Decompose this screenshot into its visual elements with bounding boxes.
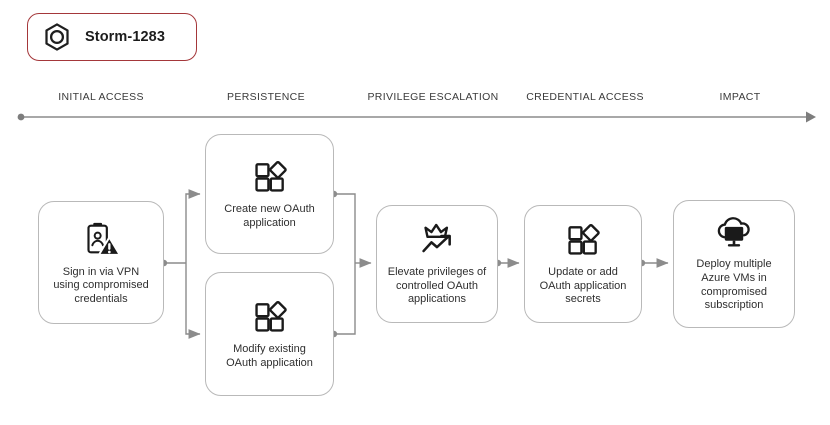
phase-label-credential-access: CREDENTIAL ACCESS [526, 91, 644, 103]
node-elevate-privileges[interactable]: Elevate privileges of controlled OAuth a… [376, 205, 498, 323]
node-modify-oauth[interactable]: Modify existing OAuth application [205, 272, 334, 396]
edge-initial-to-create [185, 189, 201, 263]
oauth-application-icon [568, 224, 600, 255]
node-label: Sign in via VPN using compromised creden… [53, 266, 149, 305]
node-deploy-vms[interactable]: Deploy multiple Azure VMs in compromised… [673, 200, 795, 328]
phase-timeline [17, 111, 816, 123]
phase-label-initial-access: INITIAL ACCESS [58, 91, 144, 103]
timeline-end-arrow [806, 111, 816, 123]
threat-actor-badge[interactable]: Storm-1283 [27, 13, 197, 61]
phase-label-persistence: PERSISTENCE [227, 91, 305, 103]
hexagon-logo-icon [45, 23, 69, 51]
oauth-application-icon [254, 300, 287, 332]
crown-trending-up-icon [422, 223, 451, 253]
id-badge-warning-icon [87, 223, 121, 257]
node-label: Modify existing OAuth application [226, 342, 313, 369]
node-label: Elevate privileges of controlled OAuth a… [387, 266, 487, 306]
node-update-secrets[interactable]: Update or add OAuth application secrets [524, 205, 642, 323]
phase-label-impact: IMPACT [719, 91, 761, 103]
phase-label-privilege-escalation: PRIVILEGE ESCALATION [367, 91, 499, 103]
threat-actor-name: Storm-1283 [85, 29, 165, 45]
oauth-application-icon [254, 160, 287, 192]
node-label: Update or add OAuth application secrets [539, 266, 627, 306]
edge-initial-to-modify [185, 263, 201, 339]
timeline-start-dot [17, 113, 25, 121]
cloud-vm-icon [717, 217, 750, 247]
node-label: Create new OAuth application [224, 202, 315, 229]
node-initial-access[interactable]: Sign in via VPN using compromised creden… [38, 201, 164, 324]
node-create-oauth[interactable]: Create new OAuth application [205, 134, 334, 254]
node-label: Deploy multiple Azure VMs in compromised… [696, 258, 772, 312]
